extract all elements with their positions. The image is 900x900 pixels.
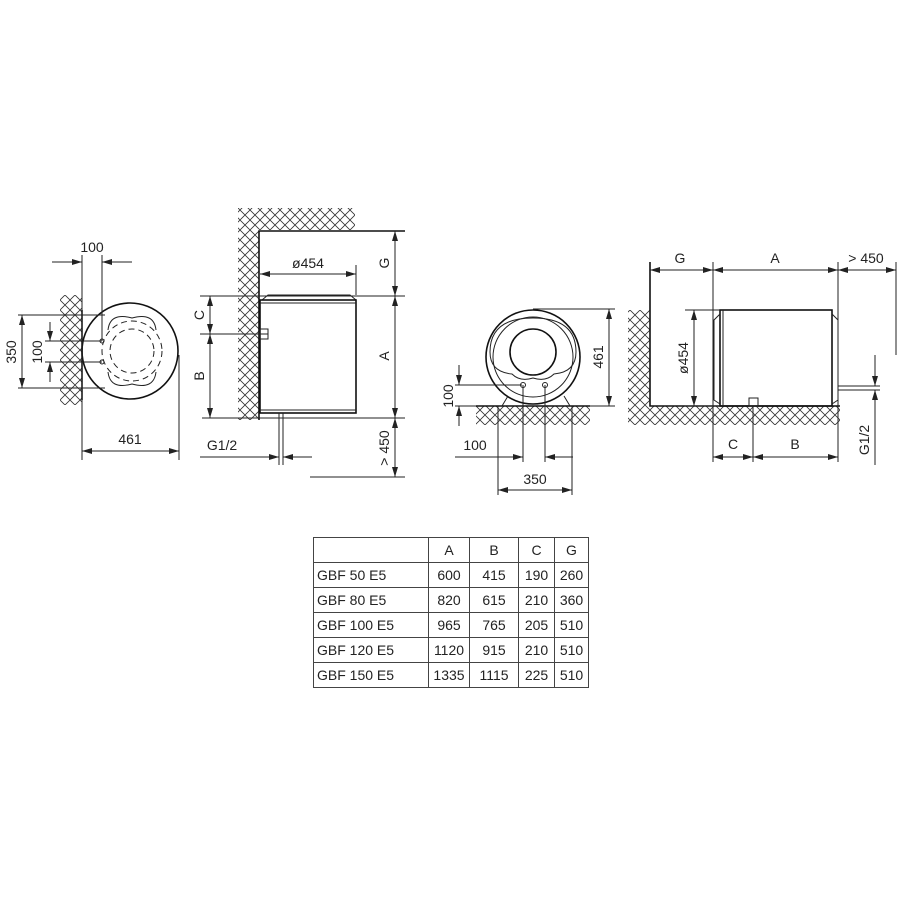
view-side-vertical: ø454 G A > 450 C B G1/2	[191, 208, 405, 478]
table-cell: 210	[518, 587, 555, 613]
model-cell: GBF 120 E5	[313, 637, 429, 663]
view-side-horizontal: G A > 450 ø454 G1/2 C B	[628, 250, 897, 465]
view-front-floor: 461 100 100 350	[440, 308, 615, 495]
table-cell: 1335	[428, 662, 470, 688]
model-cell: GBF 150 E5	[313, 662, 429, 688]
dim-diameter-h: ø454	[675, 342, 691, 374]
dim-clearance-h: > 450	[848, 250, 884, 266]
model-cell: GBF 100 E5	[313, 612, 429, 638]
table-cell: 225	[518, 662, 555, 688]
dim-461: 461	[118, 431, 142, 447]
dim-461-floor: 461	[590, 345, 606, 369]
table-cell: 820	[428, 587, 470, 613]
table-cell: 915	[469, 637, 519, 663]
table-header-cell: G	[554, 537, 589, 563]
dim-350: 350	[3, 340, 19, 364]
table-cell: 615	[469, 587, 519, 613]
table-cell: 965	[428, 612, 470, 638]
table-header-cell	[313, 537, 429, 563]
dim-a: A	[376, 351, 392, 361]
model-cell: GBF 50 E5	[313, 562, 429, 588]
table-cell: 260	[554, 562, 589, 588]
table-cell: 510	[554, 612, 589, 638]
table-cell: 205	[518, 612, 555, 638]
table-header-cell: A	[428, 537, 470, 563]
dim-outlet-height: 100	[440, 384, 456, 408]
dim-c: C	[191, 310, 207, 320]
table-cell: 510	[554, 637, 589, 663]
table-cell: 765	[469, 612, 519, 638]
table-header-cell: C	[518, 537, 555, 563]
table-cell: 600	[428, 562, 470, 588]
table-cell: 360	[554, 587, 589, 613]
table-cell: 1115	[469, 662, 519, 688]
table-cell: 190	[518, 562, 555, 588]
dim-b: B	[191, 371, 207, 380]
dim-100-top: 100	[80, 239, 104, 255]
dim-feet: 350	[523, 471, 547, 487]
table-header-row: A B C G	[313, 537, 589, 563]
dim-a-h: A	[770, 250, 780, 266]
dim-100-inner: 100	[29, 340, 45, 364]
dim-c-h: C	[728, 436, 738, 452]
dim-thread-h: G1/2	[856, 425, 872, 456]
view-front-wall: 100 350 100 461	[3, 239, 180, 460]
dim-b-h: B	[790, 436, 799, 452]
model-cell: GBF 80 E5	[313, 587, 429, 613]
table-header-cell: B	[469, 537, 519, 563]
dim-thread: G1/2	[207, 437, 238, 453]
table-cell: 415	[469, 562, 519, 588]
dim-diameter: ø454	[292, 255, 324, 271]
table-cell: 210	[518, 637, 555, 663]
dim-g: G	[376, 258, 392, 269]
dim-clearance: > 450	[376, 430, 392, 466]
dim-g-h: G	[675, 250, 686, 266]
table-cell: 510	[554, 662, 589, 688]
table-cell: 1120	[428, 637, 470, 663]
dim-outlet-spacing: 100	[463, 437, 487, 453]
